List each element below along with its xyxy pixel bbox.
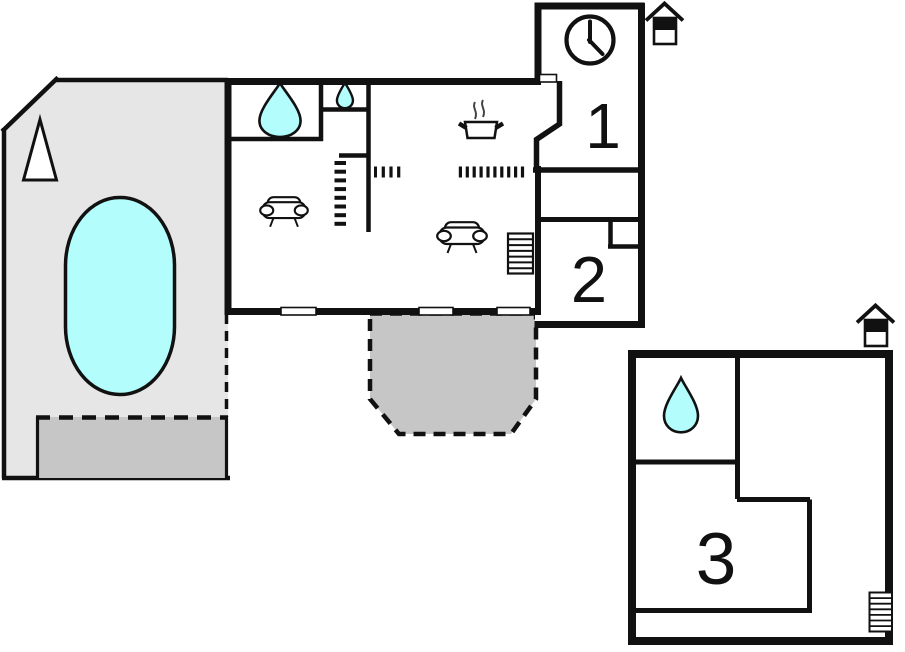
clock-icon [564,14,616,66]
partition-ticks-left [374,166,401,178]
main-building-exterior-walls [224,2,645,328]
cooking-pot-icon [457,99,505,140]
water-drop-icon [337,82,353,108]
sofa-icon [259,196,309,228]
water-drop-icon [664,378,698,432]
annex-interior-walls [634,356,812,613]
tree-icon [21,113,59,182]
main-building [224,2,645,328]
chimney-icon [644,0,685,46]
water-drop-icon [259,83,300,137]
chimney-icon [855,302,896,348]
room-3-label: 3 [696,519,737,600]
door-marker [538,73,558,83]
radiator-icon [506,232,535,275]
swimming-pool [63,195,177,397]
window-marker [496,306,531,316]
ladder-dashes [334,161,346,226]
room-1-label: 1 [585,90,621,162]
partition-ticks-right [458,166,525,178]
terrace-lower-zone [35,415,229,478]
sofa-icon [436,221,488,254]
window-marker [418,306,454,316]
window-marker [280,306,317,316]
patio-area [367,311,539,437]
radiator-icon [868,591,893,633]
main-building-interior-walls [226,80,644,249]
room-2-label: 2 [571,243,607,316]
